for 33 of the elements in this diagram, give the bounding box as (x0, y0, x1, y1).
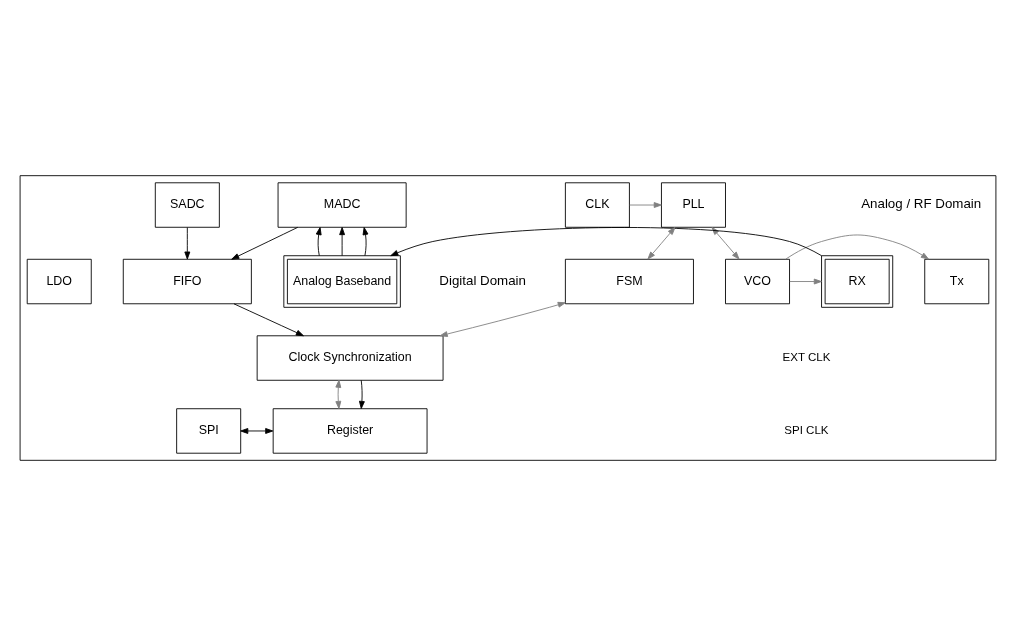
node-box: FSM (564, 258, 694, 305)
node-box: LDO (26, 258, 92, 305)
arrow (240, 428, 274, 434)
arrow (390, 227, 822, 257)
node-box: SADC (154, 182, 220, 228)
node-box: Clock Synchronization (256, 335, 444, 381)
arrow (439, 301, 566, 337)
arrow (647, 227, 676, 260)
node-box: PLL (661, 182, 726, 228)
node-box: FIFO (122, 258, 252, 305)
arrow (233, 303, 304, 337)
node-box: CLK (564, 182, 630, 228)
arrow (785, 234, 929, 260)
arrow (184, 227, 191, 260)
node-box: VCO (725, 258, 790, 305)
label: Digital Domain (439, 272, 526, 288)
arrow (335, 379, 342, 409)
label: EXT CLK (782, 351, 831, 364)
cluster (19, 175, 997, 461)
arrow (231, 226, 299, 260)
arrow (315, 227, 322, 257)
arrow (789, 278, 822, 285)
node-box: MADC (277, 182, 407, 228)
label: Analog / RF Domain (861, 196, 982, 212)
arrow (359, 379, 365, 409)
arrow (339, 227, 346, 257)
arrow (362, 227, 369, 257)
arrow (711, 227, 740, 260)
node-box: SPI (176, 408, 242, 454)
node-box: Register (272, 408, 428, 454)
arrow (629, 202, 662, 208)
node-box: Tx (924, 258, 990, 305)
label: SPI CLK (784, 424, 829, 436)
